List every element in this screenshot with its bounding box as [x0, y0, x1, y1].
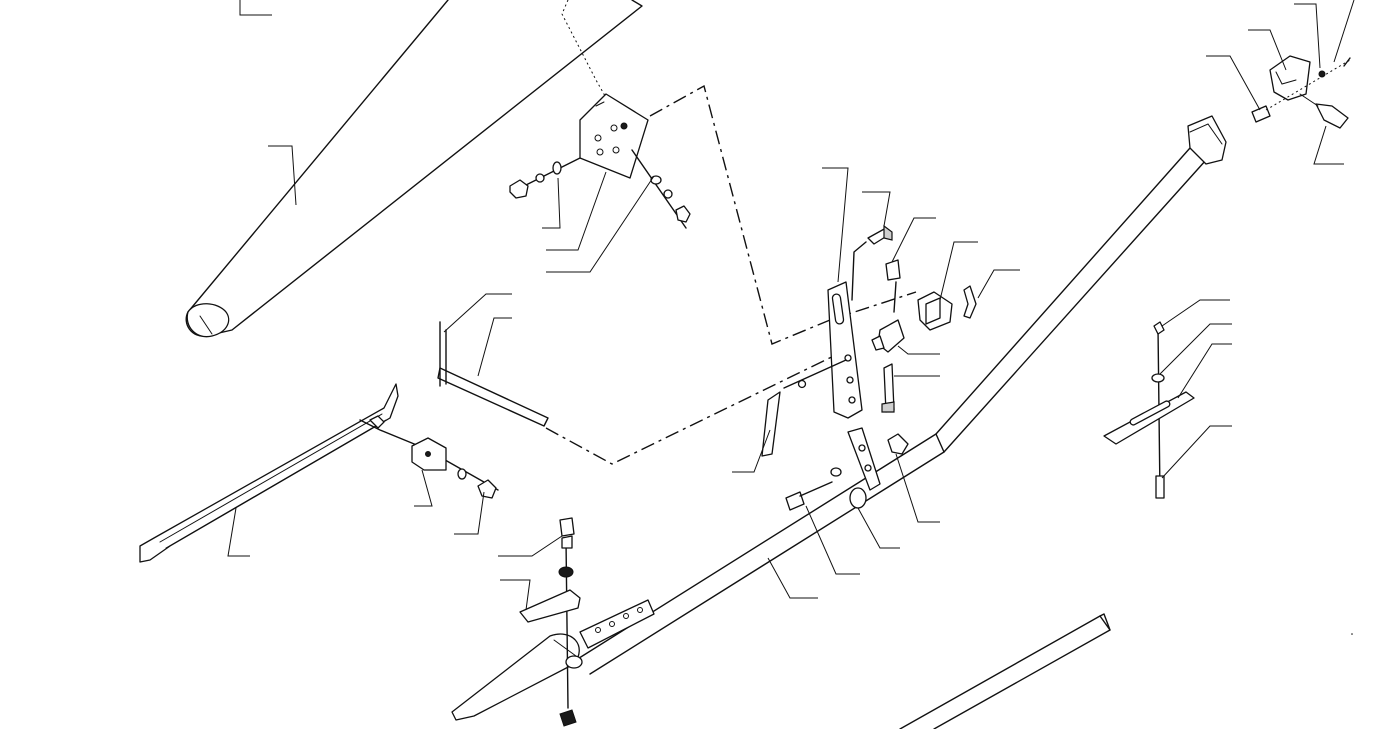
upper-tapered-tube — [185, 0, 643, 338]
right-hardware-stack — [1103, 299, 1232, 499]
alignment-centerline — [545, 84, 917, 465]
mounting-plate-upper — [509, 0, 691, 273]
lower-rod — [899, 613, 1111, 729]
top-right-bracket — [1206, 0, 1355, 165]
slotted-arm — [732, 167, 863, 473]
left-angled-bar — [139, 383, 499, 563]
main-frame — [575, 115, 1227, 675]
rod-with-pin — [437, 293, 549, 427]
stray-mark — [1351, 633, 1353, 635]
bracket-hardware — [851, 191, 1020, 413]
share-point — [451, 517, 583, 727]
